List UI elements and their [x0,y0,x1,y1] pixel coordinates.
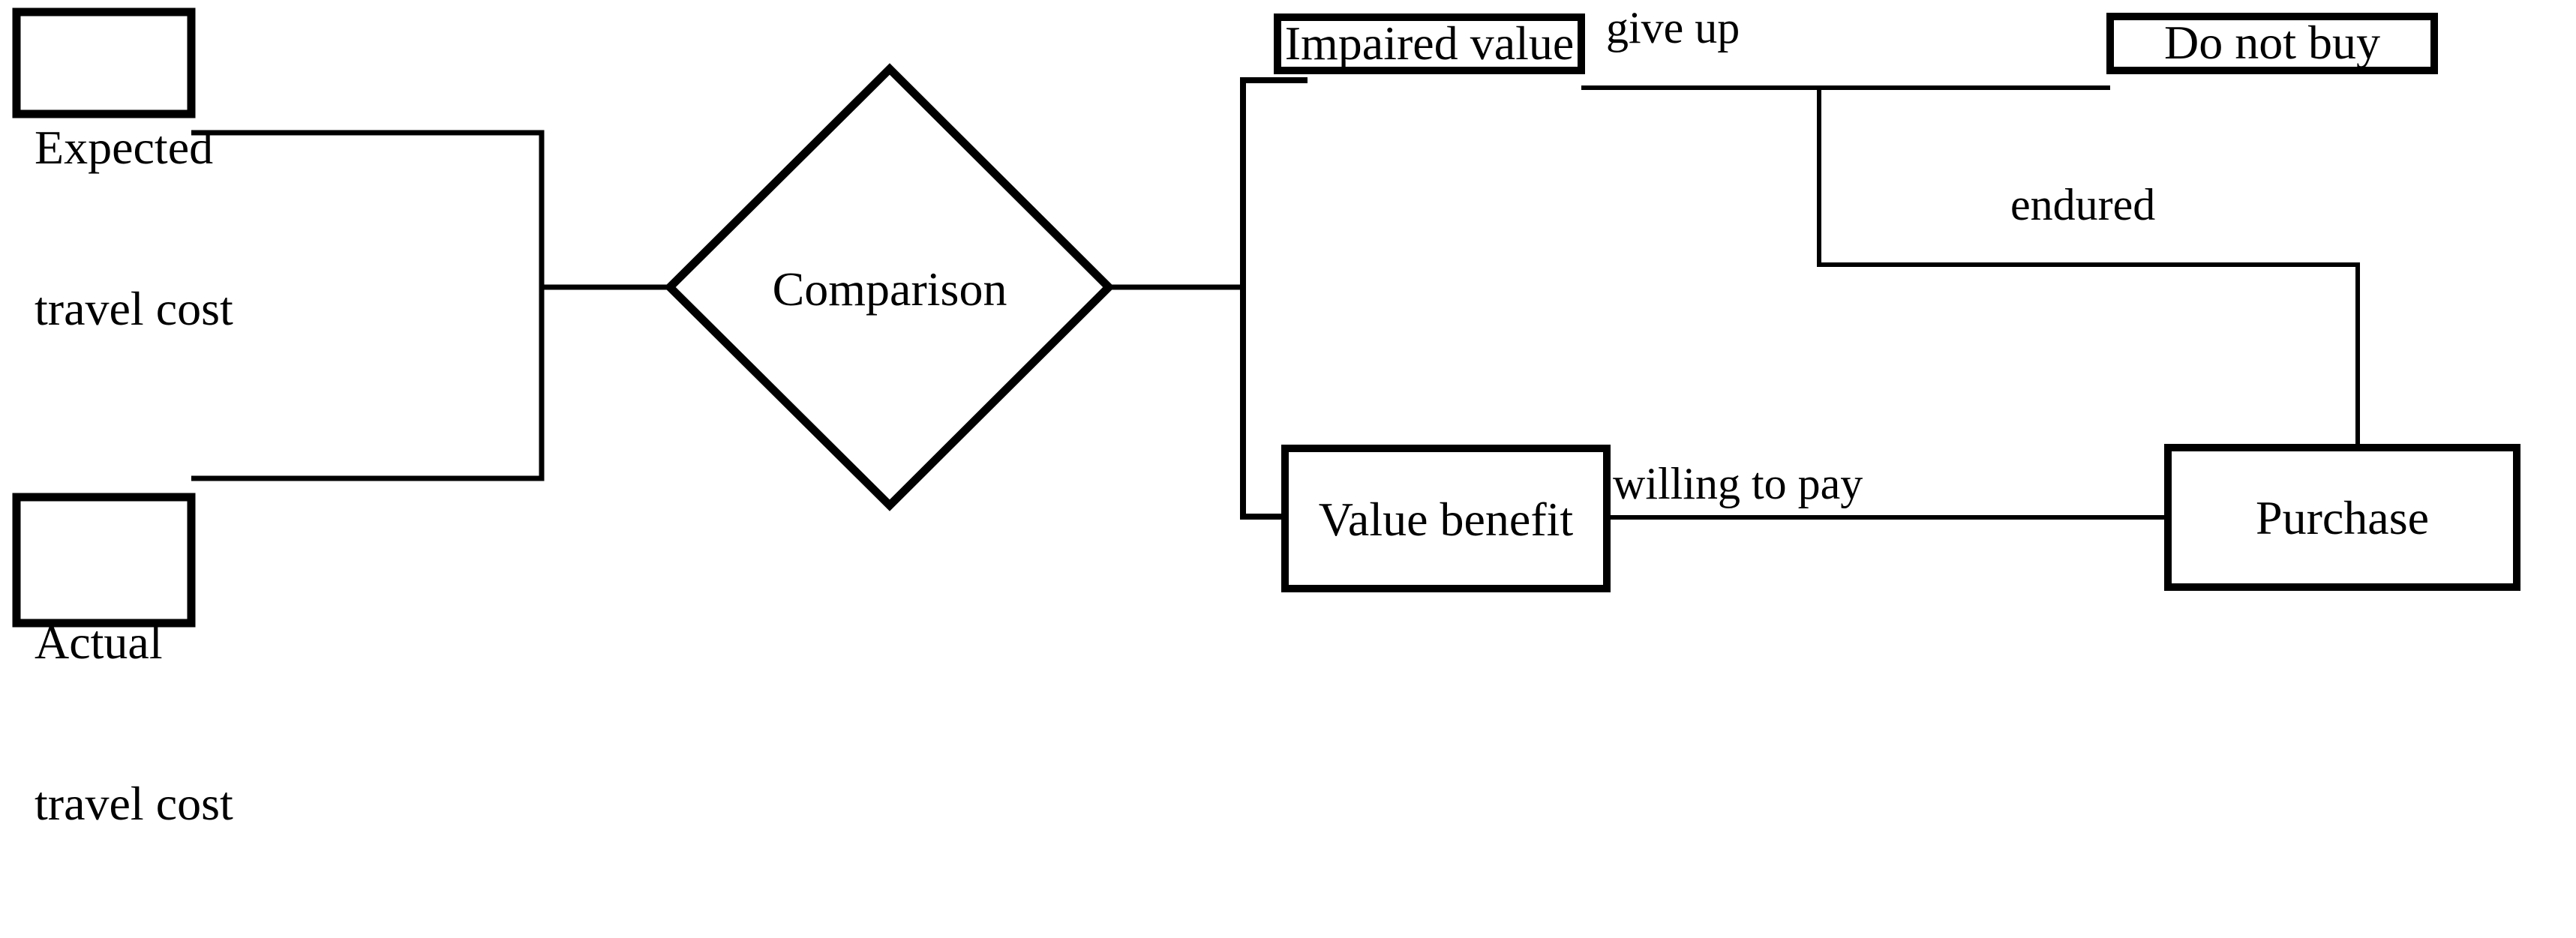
connector-layer [191,77,2360,520]
edge-costs-bracket [191,130,545,481]
edge-outcome-bracket [1240,77,1308,520]
edge-impaired-to-purchase [1817,88,2360,448]
node-value-benefit[interactable] [1281,445,1611,592]
node-actual-travel-cost[interactable] [12,493,196,628]
node-expected-travel-cost[interactable] [12,7,196,118]
node-comparison[interactable] [664,63,1115,511]
actual-travel-cost-line-2: travel cost [35,777,233,831]
node-purchase[interactable] [2164,444,2520,591]
node-impaired-value[interactable] [1274,13,1585,74]
node-layer [12,7,2520,628]
diagram-canvas [12,7,2520,628]
node-do-not-buy[interactable] [2106,13,2438,74]
flowchart-diagram: Expected travel cost Actual travel cost … [12,3,2520,831]
